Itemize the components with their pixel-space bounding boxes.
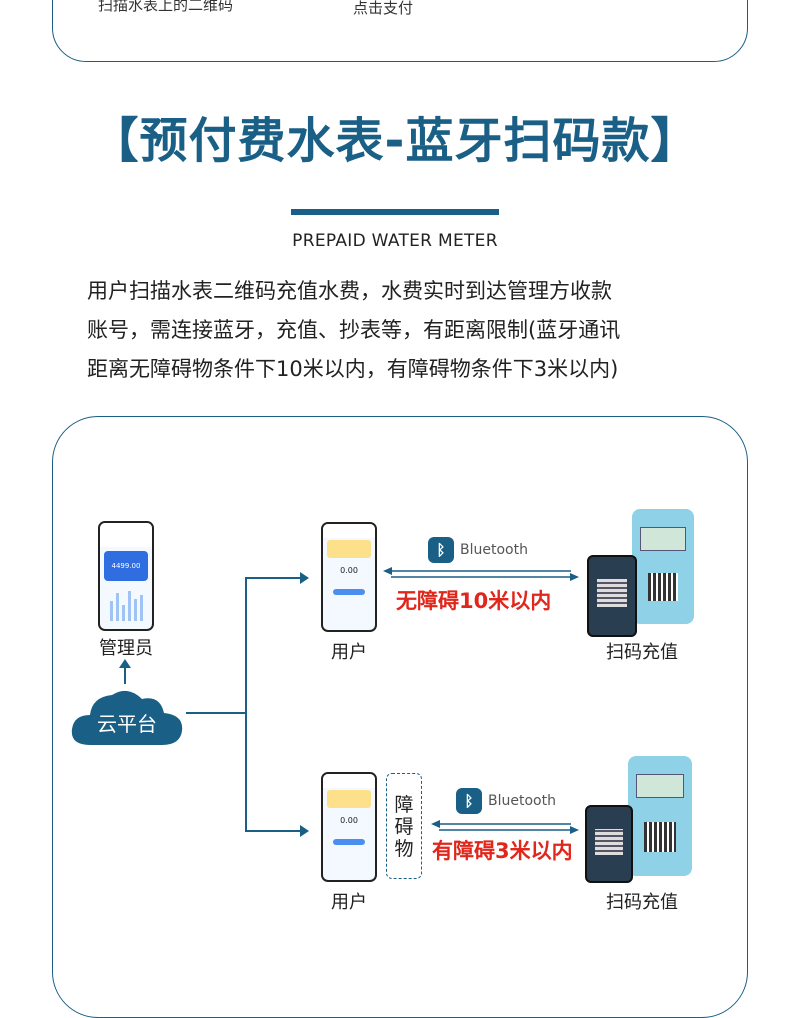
description-line: 距离无障碍物条件下10米以内，有障碍物条件下3米以内)	[87, 357, 619, 381]
bluetooth-icon: ᛒ	[456, 788, 482, 814]
scan-recharge-label: 扫码充值	[606, 642, 678, 663]
arrow-right-icon	[300, 825, 309, 837]
description-line: 用户扫描水表二维码充值水费，水费实时到达管理方收款	[87, 279, 612, 303]
distance-label: 有障碍3米以内	[432, 839, 573, 863]
description-line: 账号，需连接蓝牙，充值、抄表等，有距离限制(蓝牙通讯	[87, 318, 621, 342]
obstacle-char: 障	[394, 794, 414, 816]
page-subtitle: PREPAID WATER METER	[292, 231, 498, 251]
obstacle-char: 碍	[394, 816, 414, 838]
arrow-up-icon	[119, 659, 131, 668]
bluetooth-badge: ᛒ Bluetooth	[428, 537, 528, 563]
phone-amount: 0.00	[340, 816, 358, 825]
page-title: 【预付费水表-蓝牙扫码款】	[90, 113, 700, 169]
bluetooth-label: Bluetooth	[488, 793, 556, 809]
user-label: 用户	[331, 892, 367, 913]
previous-section-card	[52, 0, 748, 62]
water-meter-illustration	[628, 756, 692, 876]
admin-balance: 4499.00	[104, 551, 148, 581]
phone-amount: 0.00	[340, 566, 358, 575]
scan-recharge-label: 扫码充值	[606, 892, 678, 913]
obstacle-box: 障 碍 物	[386, 773, 422, 879]
user-phone-illustration: 0.00	[321, 522, 377, 632]
connector-line	[245, 830, 301, 832]
description: 用户扫描水表二维码充值水费，水费实时到达管理方收款 账号，需连接蓝牙，充值、抄表…	[87, 272, 727, 389]
user-phone-illustration: 0.00	[321, 772, 377, 882]
admin-label: 管理员	[99, 638, 153, 659]
admin-phone-illustration: 4499.00	[98, 521, 154, 631]
double-arrow-icon	[383, 567, 579, 581]
bluetooth-icon: ᛒ	[428, 537, 454, 563]
arrow-right-icon	[300, 572, 309, 584]
bluetooth-label: Bluetooth	[460, 542, 528, 558]
title-underline	[291, 209, 499, 215]
distance-label: 无障碍10米以内	[396, 589, 552, 613]
cloud-icon	[71, 690, 183, 745]
connector-line	[245, 577, 301, 579]
obstacle-char: 物	[394, 838, 414, 860]
top-left-caption: 扫描水表上的二维码	[98, 0, 234, 14]
connector-line	[124, 666, 126, 684]
scanning-phone-illustration	[585, 805, 633, 883]
top-right-caption: 点击支付	[353, 0, 414, 17]
bluetooth-badge: ᛒ Bluetooth	[456, 788, 556, 814]
user-label: 用户	[331, 642, 367, 663]
connector-line	[186, 712, 246, 714]
double-arrow-icon	[431, 820, 579, 834]
connector-line	[245, 577, 247, 832]
water-meter-illustration	[632, 509, 694, 624]
scanning-phone-illustration	[587, 555, 637, 637]
cloud-label: 云平台	[97, 712, 157, 736]
